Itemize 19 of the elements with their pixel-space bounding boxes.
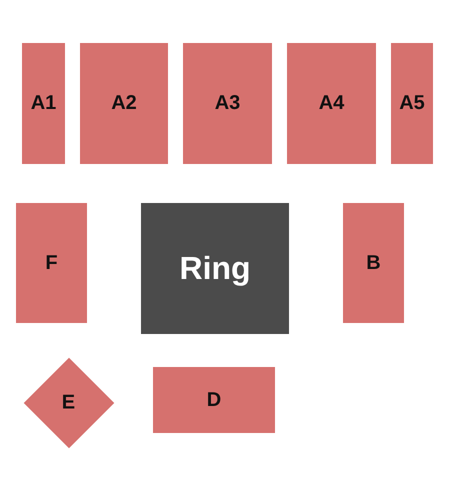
section-label: A4 [318,92,344,115]
section-label: A3 [214,92,240,115]
section-label: E [62,392,76,414]
section-label: A1 [30,92,56,115]
section-label: A5 [399,92,425,115]
section-label: B [366,252,381,274]
section-label: Ring [179,250,251,287]
seating-section [80,43,168,164]
seating-section [343,203,404,323]
seating-section [287,43,376,164]
seating-section [183,43,272,164]
boxing-ring [141,203,289,334]
seating-section [16,203,87,323]
section-label: F [45,252,58,274]
section-label: D [206,388,222,412]
seating-section [153,367,275,433]
seating-section [22,43,65,164]
section-label: A2 [111,92,137,115]
seating-section [391,43,433,164]
